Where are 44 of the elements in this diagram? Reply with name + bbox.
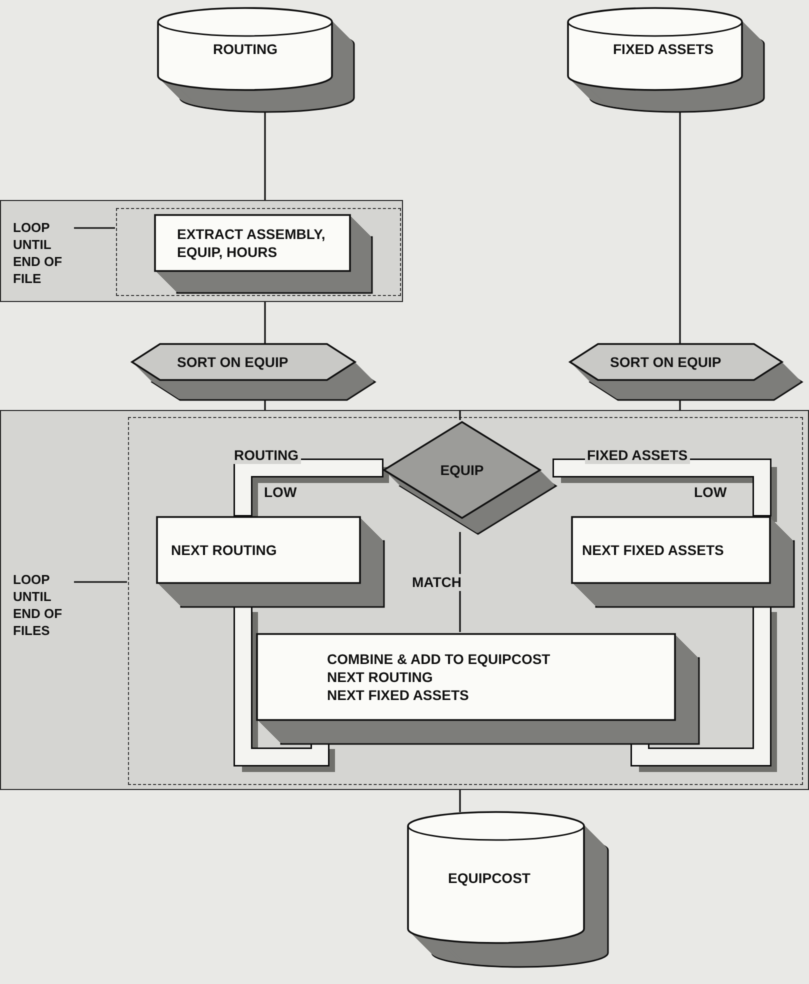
loop-panel (0, 410, 809, 790)
connector-line (264, 400, 266, 410)
node-label: SORT ON EQUIP (177, 353, 288, 371)
node-label: NEXT ROUTING (171, 541, 277, 559)
loop-bar (235, 605, 328, 765)
connector-line (264, 302, 266, 344)
process-box (257, 634, 699, 744)
loop-bar (554, 460, 770, 515)
process-box (157, 517, 384, 607)
edge-label: MATCH (410, 574, 464, 591)
decision-diamond (384, 422, 556, 534)
process-box (572, 517, 794, 607)
loop-panel (0, 200, 403, 302)
loop-label: LOOP UNTIL END OF FILE (13, 219, 75, 291)
loop-bar (235, 460, 382, 515)
connector-line (679, 112, 681, 344)
sort-hexagon (570, 344, 802, 400)
connector-line (679, 400, 681, 410)
loop-label: LOOP UNTIL END OF FILES (13, 571, 75, 643)
node-label: COMBINE & ADD TO EQUIPCOST (327, 650, 550, 668)
sort-hexagon (132, 344, 375, 400)
leader-line (74, 227, 115, 229)
node-label: NEXT FIXED ASSETS (582, 541, 724, 559)
node-label: FIXED ASSETS (613, 40, 714, 58)
dashed-loop-region (128, 417, 803, 785)
database-cylinder (408, 812, 608, 967)
node-label: NEXT ROUTING (327, 668, 433, 686)
dashed-loop-region (116, 208, 401, 296)
connector-line (264, 112, 266, 200)
connector-line (459, 410, 461, 420)
branch-label: ROUTING (232, 447, 301, 464)
loop-bar (632, 605, 770, 765)
node-label: NEXT FIXED ASSETS (327, 686, 469, 704)
branch-label: FIXED ASSETS (585, 447, 690, 464)
node-label: EXTRACT ASSEMBLY, EQUIP, HOURS (177, 225, 326, 261)
connector-line (459, 790, 461, 812)
database-cylinder (158, 8, 354, 112)
process-box (155, 215, 372, 293)
node-label: ROUTING (213, 40, 278, 58)
database-cylinder (568, 8, 764, 112)
node-label: SORT ON EQUIP (610, 353, 722, 371)
node-label: EQUIPCOST (448, 868, 530, 886)
leader-line (74, 581, 127, 583)
node-label: EQUIP (440, 461, 484, 479)
